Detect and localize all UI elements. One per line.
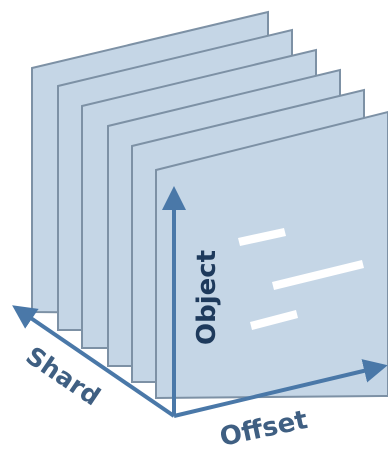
shard-axis-label: Shard xyxy=(21,341,106,411)
data-bar-2 xyxy=(272,260,364,290)
offset-axis-label: Offset xyxy=(217,405,310,453)
offset-axis xyxy=(173,359,388,418)
object-axis-label: Object xyxy=(192,250,222,345)
data-bar-1 xyxy=(238,228,286,246)
data-bar-3 xyxy=(250,310,298,330)
shard-axis xyxy=(12,305,176,418)
plane-front xyxy=(155,110,388,400)
